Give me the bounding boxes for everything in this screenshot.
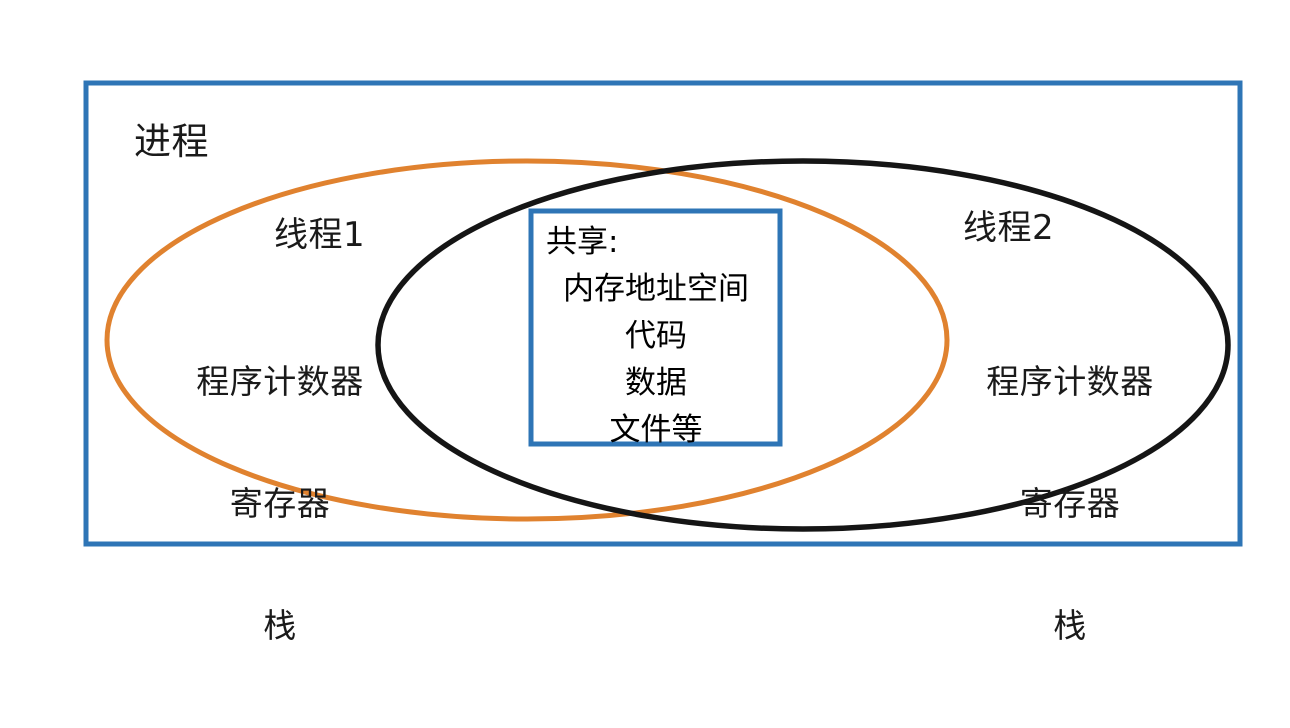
thread1-attribute-program-counter: 程序计数器 bbox=[196, 361, 364, 401]
shared-item-code: 代码 bbox=[625, 318, 687, 354]
thread1-title-label: 线程1 bbox=[274, 215, 366, 255]
process-outer-rectangle bbox=[83, 80, 1243, 547]
thread2-ellipse bbox=[375, 158, 1231, 532]
thread1-attribute-registers: 寄存器 bbox=[229, 483, 331, 523]
diagram-vector-layer bbox=[83, 80, 1243, 547]
thread2-attribute-list: 程序计数器 寄存器 栈 bbox=[960, 285, 1180, 728]
shared-item-memory-address-space: 内存地址空间 bbox=[563, 271, 749, 307]
thread2-title-label: 线程2 bbox=[963, 208, 1055, 248]
shared-item-files: 文件等 bbox=[609, 412, 703, 448]
thread1-attribute-list: 程序计数器 寄存器 栈 bbox=[170, 285, 390, 728]
process-label: 进程 bbox=[134, 120, 209, 163]
thread1-ellipse bbox=[104, 158, 950, 522]
thread2-attribute-program-counter: 程序计数器 bbox=[986, 361, 1154, 401]
shared-resources-box bbox=[528, 208, 783, 447]
diagram-canvas: 进程 线程1 程序计数器 寄存器 栈 线程2 程序计数器 寄存器 栈 共享: 内… bbox=[83, 80, 1243, 645]
thread2-attribute-registers: 寄存器 bbox=[1019, 483, 1121, 523]
shared-resources-text: 共享: 内存地址空间 代码 数据 文件等 bbox=[540, 216, 772, 451]
shared-heading-label: 共享: bbox=[546, 224, 619, 260]
shared-item-data: 数据 bbox=[625, 365, 687, 401]
thread2-attribute-stack: 栈 bbox=[1053, 605, 1087, 645]
thread1-attribute-stack: 栈 bbox=[263, 605, 297, 645]
